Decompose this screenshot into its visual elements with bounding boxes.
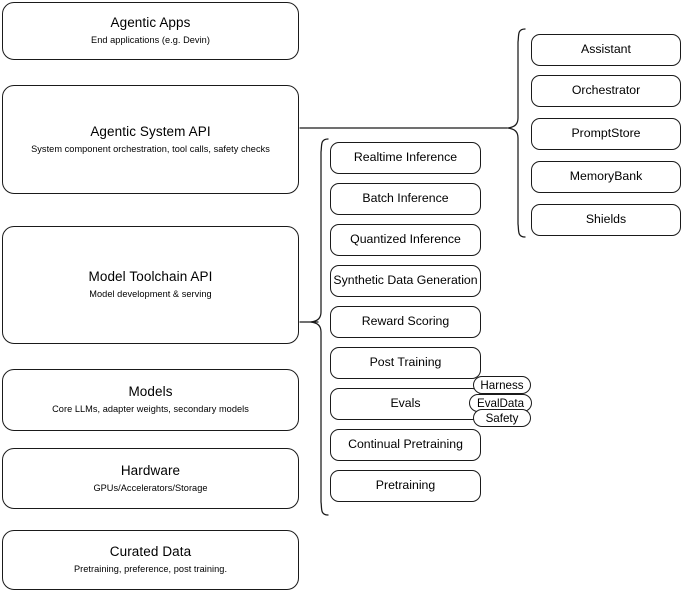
toolchain-component-batch-inference[interactable]: Batch Inference — [330, 183, 481, 215]
component-label: Reward Scoring — [361, 314, 450, 329]
pill-label: Safety — [485, 411, 519, 425]
layer-subtitle: Model development & serving — [89, 289, 212, 300]
layer-title: Agentic System API — [90, 123, 211, 139]
layer-title: Curated Data — [109, 544, 192, 560]
component-label: Quantized Inference — [350, 232, 461, 247]
layer-subtitle: End applications (e.g. Devin) — [91, 35, 210, 46]
layer-subtitle: System component orchestration, tool cal… — [31, 143, 270, 154]
system-component-shields[interactable]: Shields — [531, 204, 681, 236]
component-label: MemoryBank — [569, 169, 643, 184]
layer-box[interactable]: Models Core LLMs, adapter weights, secon… — [2, 369, 299, 431]
layer-box[interactable]: Curated Data Pretraining, preference, po… — [2, 530, 299, 590]
layer-subtitle: Pretraining, preference, post training. — [73, 564, 228, 575]
toolchain-component-continual-pretraining[interactable]: Continual Pretraining — [330, 429, 481, 461]
layer-title: Hardware — [120, 462, 181, 478]
layer-box[interactable]: Agentic Apps End applications (e.g. Devi… — [2, 2, 299, 60]
component-label: Orchestrator — [571, 83, 641, 98]
layer-title: Agentic Apps — [110, 15, 191, 31]
eval-pill-safety[interactable]: Safety — [473, 409, 531, 427]
layer-title: Models — [128, 384, 173, 400]
component-label: Assistant — [581, 42, 631, 57]
layer-box[interactable]: Agentic System API System component orch… — [2, 85, 299, 194]
eval-pill-harness[interactable]: Harness — [473, 376, 531, 394]
layer-subtitle: Core LLMs, adapter weights, secondary mo… — [52, 404, 249, 415]
system-component-promptstore[interactable]: PromptStore — [531, 118, 681, 150]
component-label: Synthetic Data Generation — [333, 273, 478, 288]
component-label: Post Training — [369, 355, 442, 370]
toolchain-component-evals[interactable]: Evals — [330, 388, 481, 420]
brace-system-components — [507, 28, 526, 238]
component-label: Shields — [585, 212, 627, 227]
toolchain-component-realtime-inference[interactable]: Realtime Inference — [330, 142, 481, 174]
component-label: Evals — [390, 396, 421, 411]
component-label: PromptStore — [571, 126, 641, 141]
component-label: Batch Inference — [362, 191, 449, 206]
component-label: Continual Pretraining — [348, 437, 463, 452]
toolchain-component-reward-scoring[interactable]: Reward Scoring — [330, 306, 481, 338]
system-component-assistant[interactable]: Assistant — [531, 34, 681, 66]
toolchain-component-pretraining[interactable]: Pretraining — [330, 470, 481, 502]
system-component-memorybank[interactable]: MemoryBank — [531, 161, 681, 193]
system-component-orchestrator[interactable]: Orchestrator — [531, 75, 681, 107]
toolchain-component-post-training[interactable]: Post Training — [330, 347, 481, 379]
component-label: Realtime Inference — [353, 150, 458, 165]
toolchain-component-synthetic-data-generation[interactable]: Synthetic Data Generation — [330, 265, 481, 297]
component-label: Pretraining — [375, 478, 436, 493]
layer-box[interactable]: Hardware GPUs/Accelerators/Storage — [2, 448, 299, 509]
brace-toolchain-components — [310, 138, 329, 516]
pill-label: Harness — [480, 378, 524, 392]
pill-label: EvalData — [476, 396, 525, 410]
toolchain-component-quantized-inference[interactable]: Quantized Inference — [330, 224, 481, 256]
layer-box[interactable]: Model Toolchain API Model development & … — [2, 226, 299, 344]
layer-title: Model Toolchain API — [88, 269, 213, 285]
layer-subtitle: GPUs/Accelerators/Storage — [93, 482, 208, 493]
